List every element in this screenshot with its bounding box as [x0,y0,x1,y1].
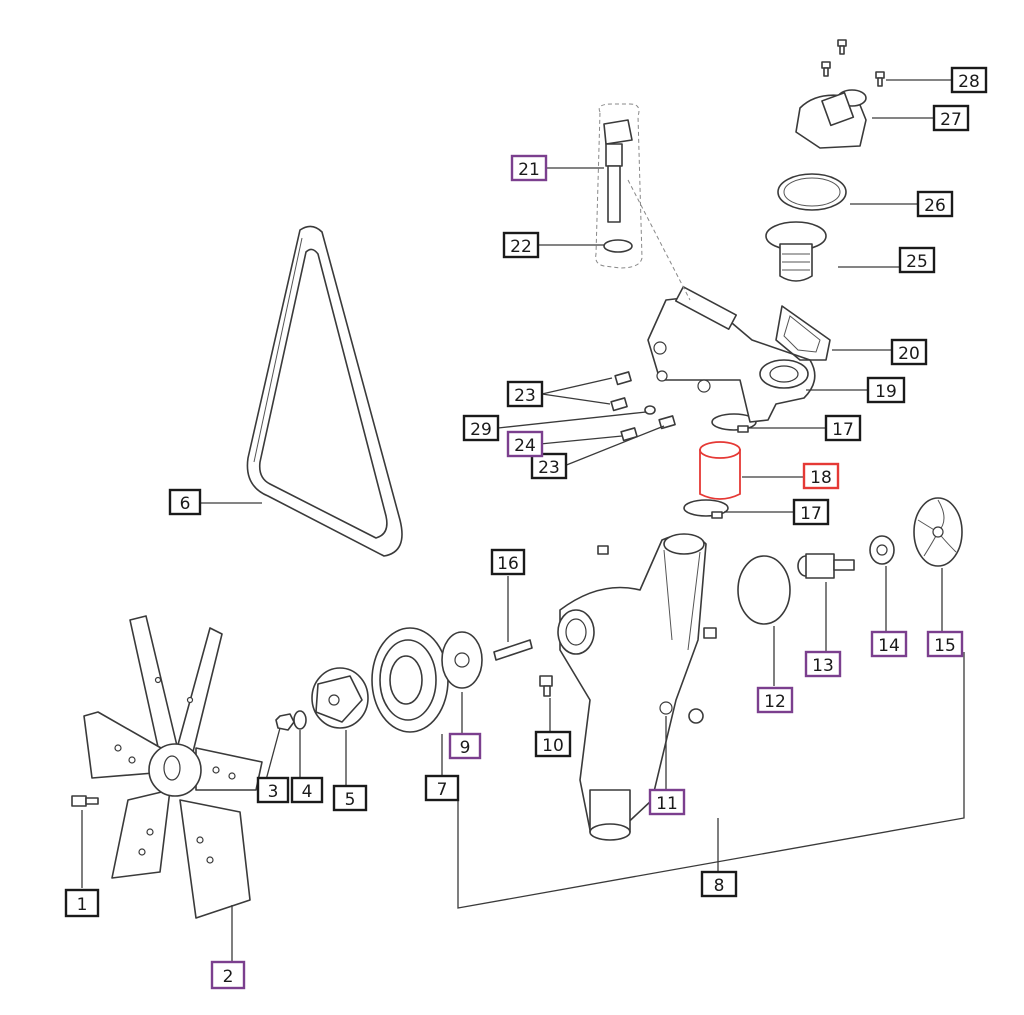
callout-24[interactable]: 24 [506,430,544,458]
callout-19[interactable]: 19 [866,376,906,404]
drive-belt[interactable] [246,225,403,557]
callout-28[interactable]: 28 [950,66,988,94]
svg-text:4: 4 [302,782,313,802]
fan-bolt[interactable] [71,795,99,807]
hose-clamp-lower[interactable] [683,499,729,519]
temperature-sensor[interactable] [603,119,633,223]
callout-16[interactable]: 16 [490,548,526,576]
o-ring[interactable] [737,555,791,625]
svg-text:17: 17 [832,420,854,440]
fan-holes [114,676,236,864]
svg-text:27: 27 [940,110,962,130]
coolant-hose[interactable] [699,441,741,500]
callout-12[interactable]: 12 [756,686,794,714]
svg-text:12: 12 [764,692,786,712]
svg-text:26: 26 [924,196,946,216]
svg-text:17: 17 [800,504,822,524]
callout-5[interactable]: 5 [332,784,368,812]
pulley[interactable] [371,627,449,733]
svg-text:10: 10 [542,736,564,756]
callout-29[interactable]: 29 [462,414,500,442]
callout-9[interactable]: 9 [448,732,482,760]
svg-text:11: 11 [656,794,678,814]
callout-2[interactable]: 2 [210,960,246,990]
callout-1[interactable]: 1 [64,888,100,918]
pump-shaft-bearing[interactable] [797,553,855,579]
housing-bolts[interactable] [610,371,676,442]
callout-3[interactable]: 3 [256,776,290,804]
svg-text:25: 25 [906,252,928,272]
callout-23-lower[interactable]: 23 [530,452,568,480]
svg-text:9: 9 [460,738,471,758]
callout-4[interactable]: 4 [290,776,324,804]
fan-hub[interactable] [311,667,369,729]
svg-text:24: 24 [514,436,536,456]
svg-text:16: 16 [497,554,519,574]
callout-17-lower[interactable]: 17 [792,498,830,526]
pump-bolt[interactable] [539,675,553,697]
callout-22[interactable]: 22 [502,231,540,259]
stud-bolt[interactable] [493,639,533,661]
sensor-washer[interactable] [603,239,633,253]
cover-screws[interactable] [821,39,885,87]
svg-text:22: 22 [510,237,532,257]
thermostat-cover[interactable] [795,89,867,149]
callout-18[interactable]: 18 [802,462,840,490]
svg-text:29: 29 [470,420,492,440]
thermostat[interactable] [765,221,827,282]
svg-text:14: 14 [878,636,900,656]
leader-lines [81,79,965,962]
callout-25[interactable]: 25 [898,246,936,274]
callout-10[interactable]: 10 [534,730,572,758]
svg-text:13: 13 [812,656,834,676]
svg-text:3: 3 [268,782,279,802]
shaft-seal[interactable] [869,535,895,565]
callout-15[interactable]: 15 [926,630,964,658]
thermostat-seal[interactable] [777,173,847,211]
svg-text:23: 23 [514,386,536,406]
svg-text:8: 8 [714,876,725,896]
svg-text:7: 7 [437,780,448,800]
svg-text:5: 5 [345,790,356,810]
svg-text:15: 15 [934,636,956,656]
thermostat-housing[interactable] [647,286,816,423]
hub-washer[interactable] [293,710,307,730]
svg-text:1: 1 [77,895,88,915]
callout-20[interactable]: 20 [890,338,928,366]
svg-text:28: 28 [958,72,980,92]
callout-23-upper[interactable]: 23 [506,380,544,408]
svg-text:6: 6 [180,494,191,514]
callout-13[interactable]: 13 [804,650,842,678]
cooling-fan[interactable] [83,615,263,919]
svg-text:2: 2 [223,967,234,987]
hub-nut[interactable] [275,713,295,731]
housing-gasket[interactable] [775,305,831,361]
callout-14[interactable]: 14 [870,630,908,658]
water-pump-housing[interactable] [557,533,707,841]
svg-text:23: 23 [538,458,560,478]
svg-text:20: 20 [898,344,920,364]
callout-8[interactable]: 8 [700,870,738,898]
temperature-sensor-group [595,103,691,301]
callout-17-upper[interactable]: 17 [824,414,862,442]
impeller[interactable] [913,497,963,567]
callout-7[interactable]: 7 [424,774,460,802]
callout-11[interactable]: 11 [648,788,686,816]
callout-6[interactable]: 6 [168,488,202,516]
svg-text:19: 19 [875,382,897,402]
svg-text:21: 21 [518,160,540,180]
pump-housing-bolts[interactable] [597,545,717,724]
callout-21[interactable]: 21 [510,154,548,182]
callout-26[interactable]: 26 [916,190,954,218]
callout-27[interactable]: 27 [932,104,970,132]
svg-text:18: 18 [810,468,832,488]
pump-flange[interactable] [441,631,483,689]
